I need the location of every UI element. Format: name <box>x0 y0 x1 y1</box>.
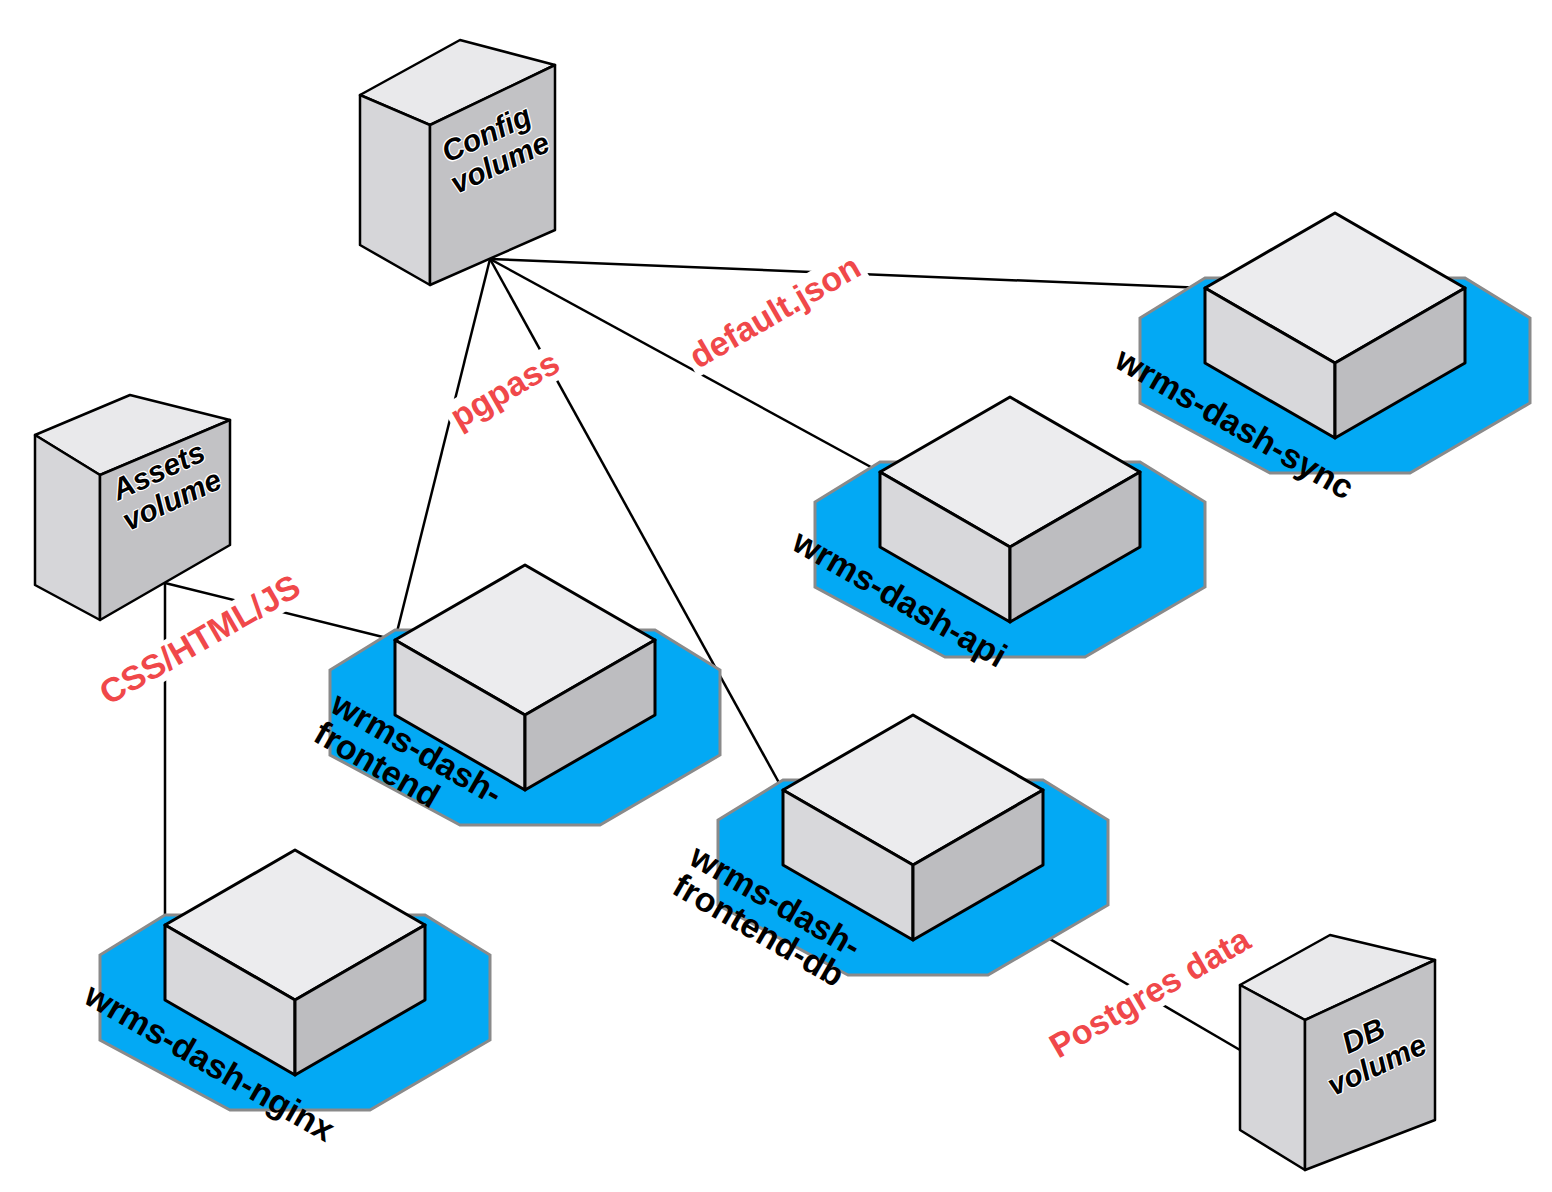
volume-left-face <box>35 435 100 620</box>
container-node: wrms-dash-nginx <box>98 847 492 1117</box>
container-node: wrms-dash-frontend <box>328 562 722 832</box>
edge-label: Postgres data <box>1040 919 1260 1066</box>
container-node: wrms-dash-sync <box>1138 210 1532 480</box>
volume-left-face <box>1240 985 1305 1170</box>
config-volume: Config volume <box>358 38 558 288</box>
connector-line <box>395 259 490 640</box>
assets-volume: Assets volume <box>33 393 233 623</box>
container-node: wrms-dash-api <box>813 394 1207 664</box>
container-shape <box>328 562 722 832</box>
container-shape <box>1138 210 1532 480</box>
cube-right-face <box>295 925 425 1075</box>
cube-right-face <box>525 640 655 790</box>
connector-line <box>164 583 167 925</box>
edge-label: pgpass <box>441 343 569 437</box>
container-shape <box>813 394 1207 664</box>
edge-label: default.json <box>680 247 870 377</box>
db-volume: DB volume <box>1238 933 1438 1173</box>
cube-right-face <box>1010 472 1140 622</box>
container-shape <box>98 847 492 1117</box>
cube-right-face <box>1335 288 1465 438</box>
container-node: wrms-dash-frontend-db <box>716 712 1110 982</box>
volume-left-face <box>360 95 430 285</box>
cube-right-face <box>913 790 1043 940</box>
